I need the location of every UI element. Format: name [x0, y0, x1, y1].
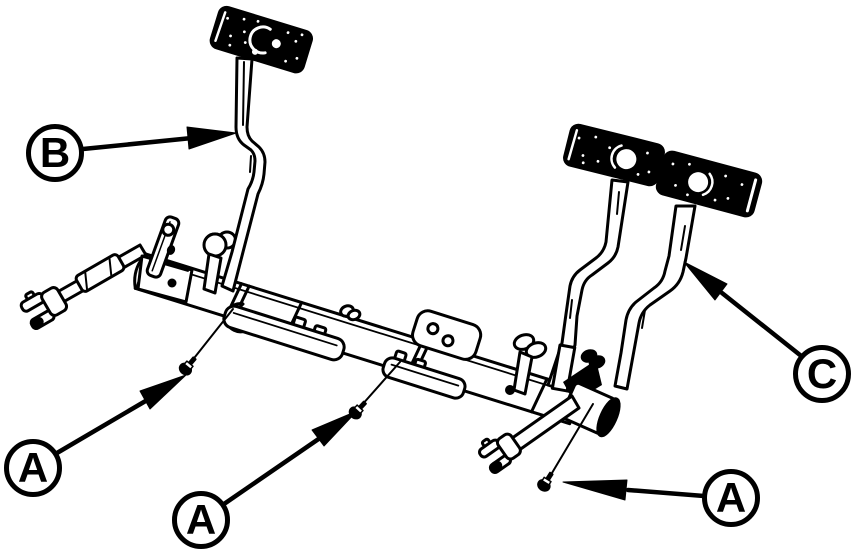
bolt-leader-lines [190, 308, 594, 479]
pedal-arm-left-detail2 [249, 155, 252, 173]
right-rod-and-clevis [478, 394, 581, 475]
pedal-pad-left [209, 5, 314, 74]
bolt-a-right [537, 471, 554, 492]
clamp-plate-left [222, 304, 346, 362]
clevis-left [19, 286, 69, 331]
carriage-bolt-left [202, 230, 237, 295]
callout-arrows [54, 126, 803, 507]
callout-B: B [26, 124, 84, 182]
callout-C: C [793, 345, 851, 403]
callout-A-middle: A [172, 491, 230, 549]
top-bracket [411, 309, 483, 361]
arm-detail [616, 191, 620, 215]
callout-A-right: A [702, 469, 760, 527]
left-rod-and-clevis [19, 243, 148, 331]
arm-detail [680, 225, 686, 251]
callout-A-left: A [4, 439, 62, 497]
trunnion-bar [145, 215, 181, 279]
tube-hole [505, 385, 515, 395]
arm-detail [641, 309, 646, 329]
pivot-hardware [512, 333, 606, 402]
bolt-a-left [178, 356, 197, 376]
tube-nut [339, 304, 362, 322]
pedal-arm-right-rear [613, 204, 697, 391]
arm-detail [569, 299, 573, 319]
pedal-arm-left-detail [242, 61, 245, 126]
pedal-pad-right-front [563, 123, 665, 187]
pedal-pad-right-rear [655, 150, 763, 218]
cross-shaft-tube [133, 252, 582, 426]
